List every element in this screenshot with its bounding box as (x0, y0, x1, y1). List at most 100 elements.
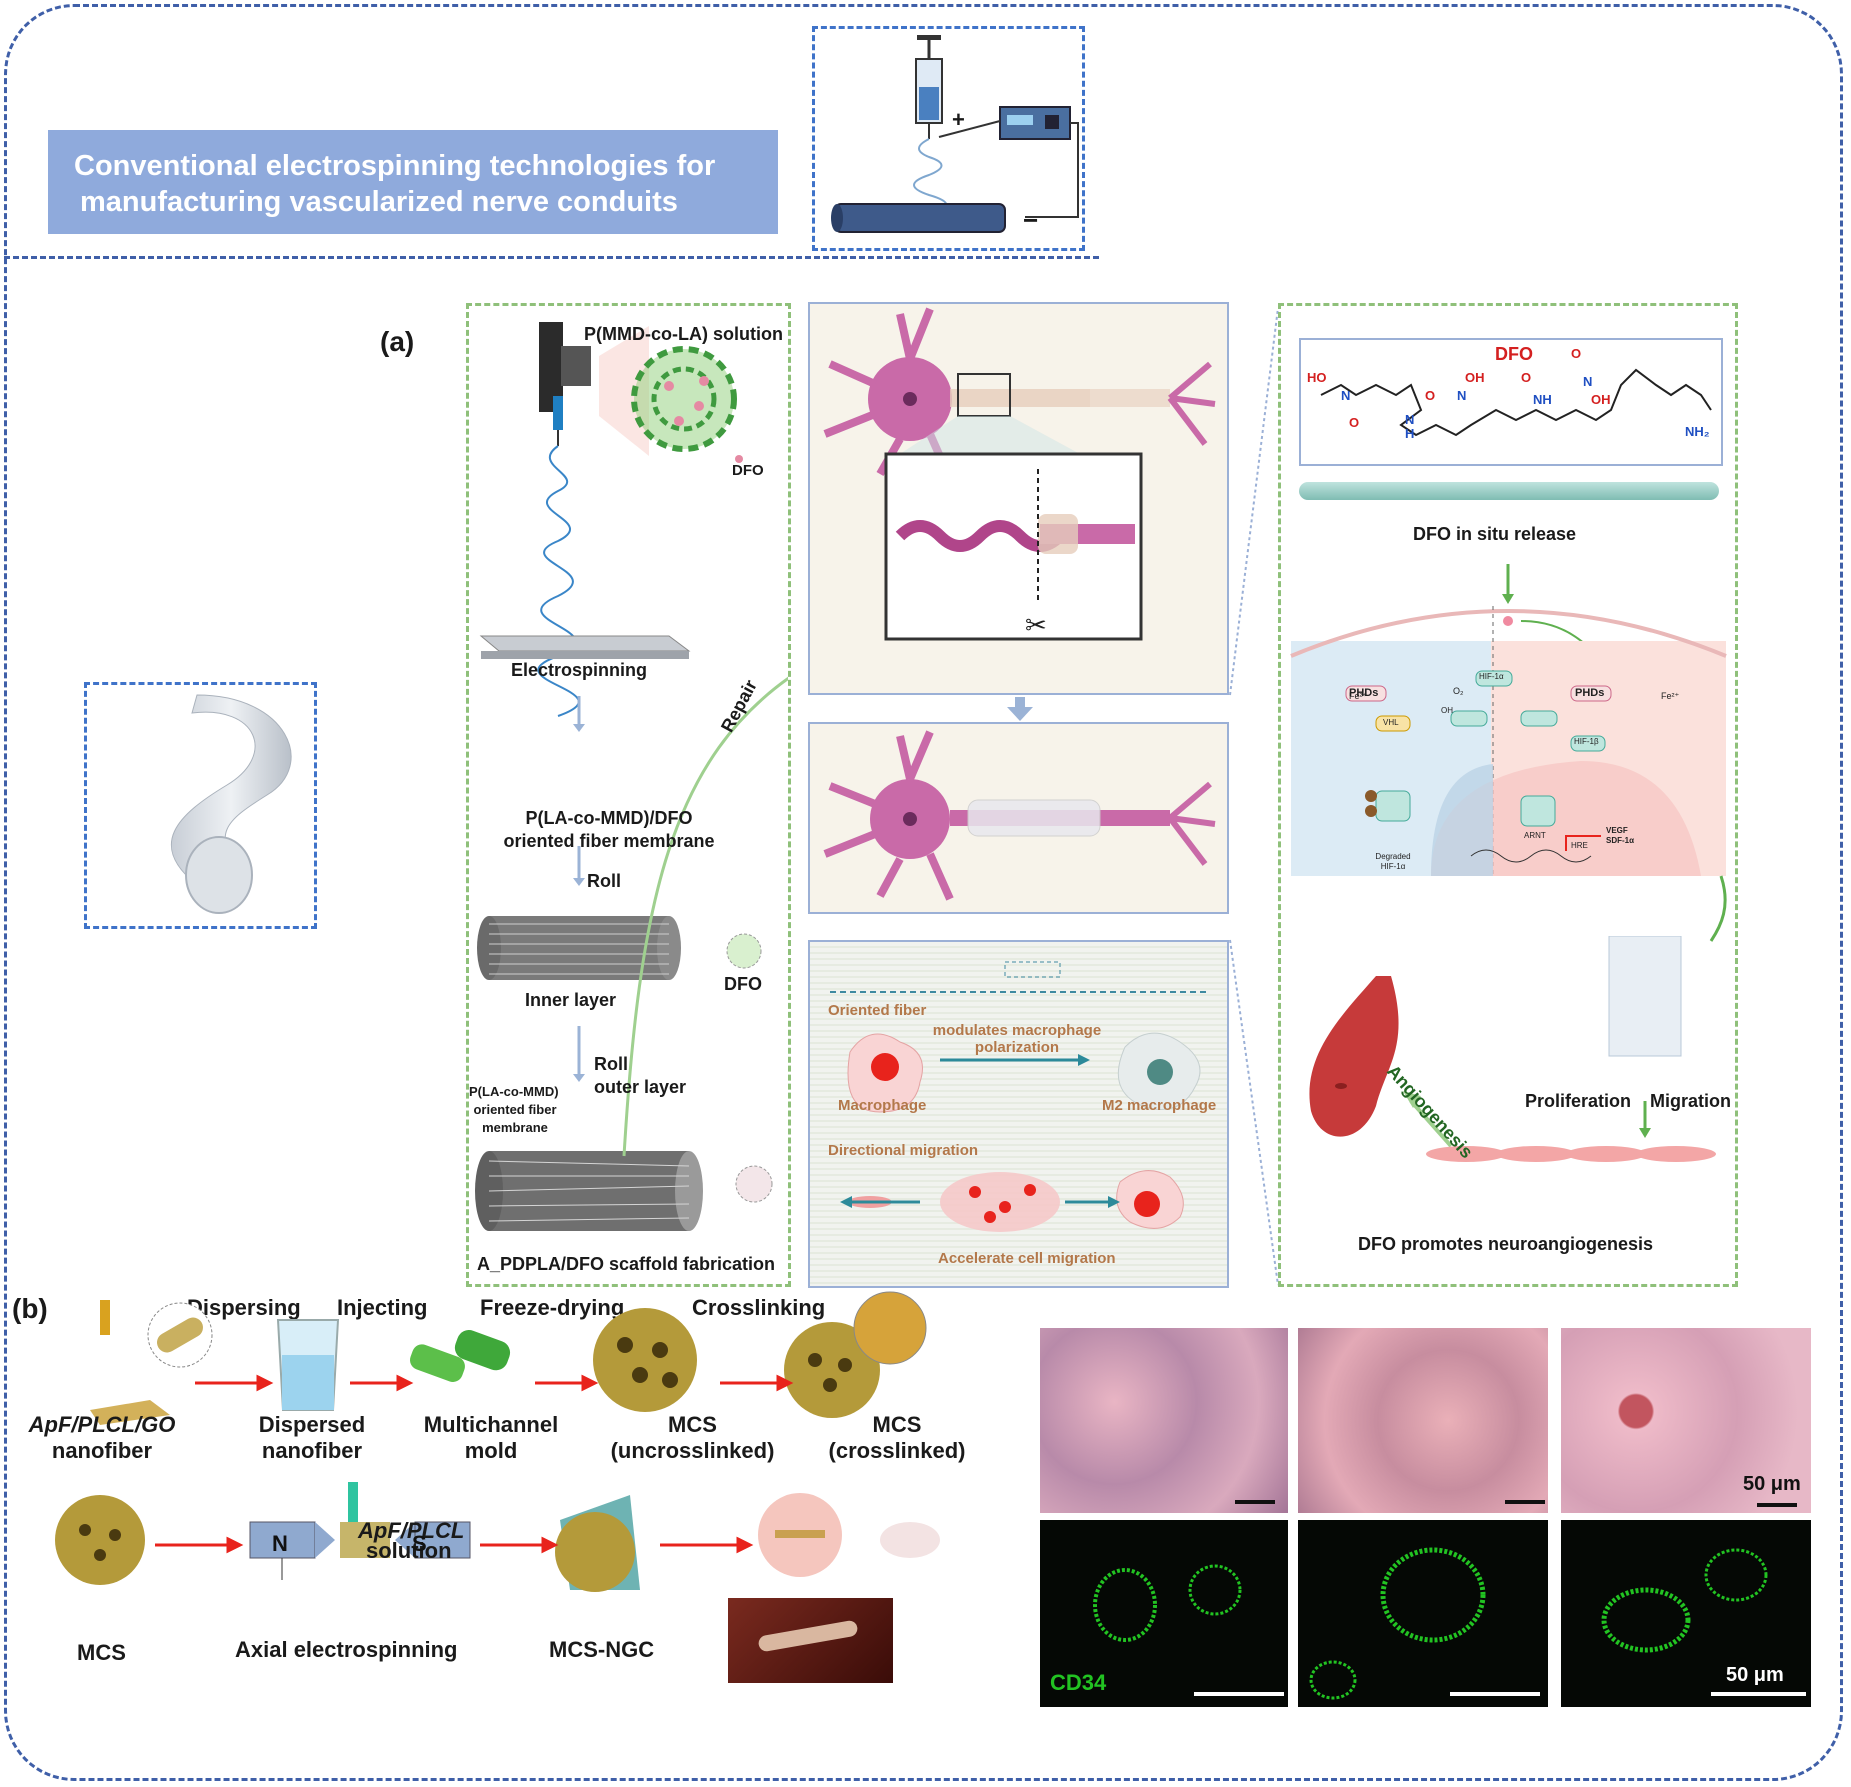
cd34-micrograph-3: 50 μm (1561, 1520, 1811, 1707)
macrophage-illustration (830, 961, 1210, 1232)
macrophage-panel: Oriented fiber modulates macrophage pola… (808, 940, 1229, 1288)
roll2-line-2: outer layer (594, 1077, 687, 1097)
chem-o4: O (1571, 346, 1582, 361)
repair-arrow (622, 676, 788, 1157)
mcs-crosslinked-line-1: MCS (872, 1412, 922, 1437)
oriented-fiber-label: Oriented fiber (828, 1002, 927, 1019)
cd34-scale-bar-1 (1194, 1692, 1284, 1696)
title-line-2: manufacturing vascularized nerve conduit… (80, 186, 678, 218)
solution-label: P(MMD-co-LA) solution (584, 324, 783, 344)
o2-label: O₂ (1453, 686, 1464, 696)
dfo-label-2: DFO (724, 974, 762, 994)
accelerate-label: Accelerate cell migration (938, 1250, 1116, 1267)
he-micrograph-1 (1040, 1328, 1288, 1513)
axial-electrospinning-label: Axial electrospinning (235, 1637, 458, 1662)
vegf-label: VEGF (1606, 826, 1628, 835)
chem-nh2: NH (1533, 392, 1552, 407)
fiber-jet-icon (913, 138, 948, 216)
freeze-drying-label: Freeze-drying (480, 1295, 625, 1320)
nanofiber-line-1: ApF/PLCL/GO (28, 1412, 176, 1437)
mold-line-2: mold (464, 1438, 518, 1463)
dfo-molecule-structure (1320, 368, 1712, 437)
angiogenesis-illustration (1309, 936, 1716, 1162)
fe-right: Fe²⁺ (1661, 691, 1680, 701)
zoom-inset-box (884, 452, 1143, 641)
neuron-repaired-panel (808, 722, 1229, 914)
phds-left-box (1345, 685, 1387, 702)
membrane-line-1: P(LA-co-MMD)/DFO (525, 808, 693, 828)
dfo-release-label: DFO in situ release (1413, 524, 1577, 544)
chem-nh1: N (1405, 412, 1415, 427)
degraded-line-1: Degraded (1375, 852, 1411, 861)
mcs-crosslinked-line-2: (crosslinked) (828, 1438, 966, 1463)
chem-o1: O (1349, 415, 1360, 430)
hre-label: HRE (1571, 841, 1588, 850)
cd34-scale-bar-3 (1711, 1692, 1806, 1696)
title-line-1: Conventional electrospinning technologie… (74, 150, 716, 182)
membrane-line-2: oriented fiber membrane (503, 831, 715, 851)
nanofiber-line-2: nanofiber (51, 1438, 153, 1463)
beaker-icon (276, 1319, 340, 1411)
implant-rat-icon (758, 1493, 940, 1577)
fabrication-illustration (475, 322, 788, 1231)
magnet-s: S (412, 1531, 427, 1556)
dfo-promotes-label: DFO promotes neuroangiogenesis (1358, 1234, 1654, 1254)
repaired-neuron-illustration (823, 730, 1216, 901)
phds-right-label: PHDs (1575, 687, 1605, 699)
endothelial-cells-icon (1426, 1146, 1716, 1162)
minus-sign: − (1023, 205, 1039, 235)
macrophage-icon (847, 1033, 923, 1113)
arnt-label: ARNT (1524, 831, 1546, 840)
dfo-structure-title: DFO (1495, 344, 1533, 364)
neuron-body-icon (823, 307, 954, 481)
zoom-cone-shape (599, 326, 649, 456)
outer-layer-tube-icon (475, 1151, 773, 1231)
cd34-micrograph-2 (1298, 1520, 1548, 1707)
outer-frame (4, 4, 1843, 1781)
hif1a-label: HIF-1α (1479, 672, 1504, 681)
scissors-icon: ✂ (1025, 610, 1047, 640)
he-scale-label: 50 μm (1743, 1473, 1801, 1495)
he-scale-bar (1757, 1503, 1797, 1507)
oh-label: OH (1441, 706, 1453, 715)
fiber-rod (1299, 482, 1719, 500)
electrospinning-setup-illustration (831, 35, 1079, 233)
down-arrow-icon (1007, 697, 1033, 721)
vhl-label: VHL (1383, 718, 1399, 727)
scaffold-label: A_PDPLA/DFO scaffold fabrication (477, 1254, 776, 1274)
power-supply-icon (999, 106, 1071, 140)
dispersed-line-1: Dispersed (258, 1412, 366, 1437)
outer-membrane-line-2: oriented fiber (473, 1102, 557, 1117)
electrospinning-label: Electrospinning (511, 660, 648, 680)
outer-membrane-line-3: membrane (482, 1120, 548, 1135)
syringe-icon (915, 35, 943, 139)
roll2-line-1: Roll (594, 1054, 628, 1074)
cd34-label: CD34 (1050, 1670, 1107, 1695)
header-divider (4, 256, 1099, 259)
dfo-label-1: DFO (732, 462, 764, 479)
fiber-ball-icon (631, 346, 743, 463)
conduit-box (84, 682, 317, 929)
he-micrograph-3: 50 μm (1561, 1328, 1811, 1513)
nerve-conduit-icon (170, 694, 292, 914)
solution-line-1: ApF/PLCL (358, 1518, 465, 1543)
modulates-line-2: polarization (974, 1039, 1060, 1056)
phds-left-label: PHDs (1349, 687, 1379, 699)
crosslinking-label: Crosslinking (692, 1295, 826, 1320)
chem-n1: N (1341, 388, 1351, 403)
chem-o3: O (1521, 370, 1532, 385)
chem-ho: HO (1307, 370, 1327, 385)
injecting-label: Injecting (337, 1295, 428, 1320)
mold-line-1: Multichannel (423, 1412, 559, 1437)
m2-macrophage-label: M2 macrophage (1102, 1097, 1217, 1114)
solution-line-2: solution (366, 1538, 452, 1563)
mcs-label: MCS (77, 1640, 126, 1665)
outer-membrane-line-1: P(LA-co-MMD) (469, 1084, 559, 1099)
plus-sign: + (952, 107, 965, 132)
macrophage-label: Macrophage (838, 1097, 927, 1114)
degraded-line-2: HIF-1α (1380, 862, 1406, 871)
injured-neuron-illustration: ✂ (823, 307, 1216, 641)
spiral-jet-icon (537, 445, 580, 717)
inner-layer-tube-icon (477, 916, 762, 980)
mcs-crosslinked-icon (784, 1291, 927, 1418)
